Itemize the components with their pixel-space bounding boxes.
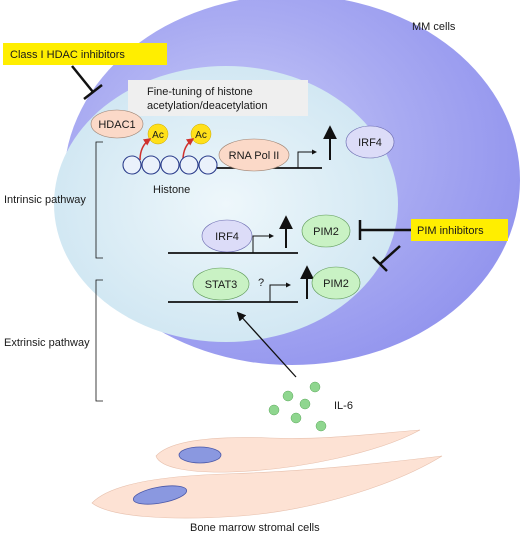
il6-dot <box>315 420 327 432</box>
hdac-inhibition-bar <box>83 84 103 100</box>
stat3-label: STAT3 <box>205 279 238 291</box>
pim2-label-bottom: PIM2 <box>323 278 349 290</box>
pim2-ellipse-top <box>301 214 351 248</box>
pim-inhibitors-label: PIM inhibitors <box>417 225 484 237</box>
ac-label-2: Ac <box>195 130 207 141</box>
rna-pol-label: RNA Pol II <box>229 150 280 162</box>
ac-circle-2 <box>190 123 212 145</box>
il6-dot <box>309 381 321 393</box>
promoter-arrow-1 <box>297 149 317 168</box>
hdac-inhibitors-box <box>3 43 167 65</box>
stromal-cell-bottom <box>91 455 443 519</box>
question-mark: ? <box>258 277 264 289</box>
irf4-label-top: IRF4 <box>358 137 382 149</box>
irf4-label-mid: IRF4 <box>215 231 239 243</box>
mm-cells-label: MM cells <box>412 21 456 33</box>
pim-inhibition-line-2 <box>379 245 401 265</box>
il6-signal-arrow <box>236 311 297 378</box>
stromal-cell-top <box>155 429 421 473</box>
histone-bead <box>122 155 142 175</box>
irf4-ellipse-top <box>345 125 395 159</box>
irf4-ellipse-mid <box>201 219 253 253</box>
stromal-label: Bone marrow stromal cells <box>190 522 320 534</box>
ac-label-1: Ac <box>152 130 164 141</box>
il6-dot <box>282 390 294 402</box>
pim-inhibitors-box <box>411 219 508 241</box>
pim2-ellipse-bottom <box>311 266 361 300</box>
il6-dot <box>290 412 302 424</box>
histone-bead <box>160 155 180 175</box>
fine-tuning-line2: acetylation/deacetylation <box>147 100 267 112</box>
intrinsic-bracket <box>95 141 103 259</box>
histone-bead <box>179 155 199 175</box>
hdac-inhibitors-label: Class I HDAC inhibitors <box>10 49 125 61</box>
histone-beads <box>122 155 218 175</box>
hdac1-label: HDAC1 <box>98 119 135 131</box>
hdac1-ellipse <box>90 109 144 139</box>
histone-bead <box>198 155 218 175</box>
promoter-arrow-2 <box>252 233 274 253</box>
fine-tuning-box <box>128 80 308 116</box>
intrinsic-label: Intrinsic pathway <box>4 194 86 206</box>
il6-dot <box>299 398 311 410</box>
histone-bead <box>141 155 161 175</box>
fine-tuning-line1: Fine-tuning of histone <box>147 86 253 98</box>
hdac-inhibition-line <box>71 65 94 93</box>
extrinsic-bracket <box>95 279 103 402</box>
stromal-nucleus-top <box>178 446 222 464</box>
pim-inhibition-bar-2 <box>372 256 388 272</box>
histone-label: Histone <box>153 184 190 196</box>
ac-arrow-1 <box>139 138 152 161</box>
ac-circle-1 <box>147 123 169 145</box>
stromal-nucleus-bottom <box>132 485 188 505</box>
rna-pol-ellipse <box>218 138 290 172</box>
promoter-arrow-3 <box>269 282 291 302</box>
il6-dot <box>268 404 280 416</box>
il6-molecules <box>268 381 327 432</box>
pim2-label-top: PIM2 <box>313 226 339 238</box>
stat3-ellipse <box>192 267 250 301</box>
il6-label: IL-6 <box>334 400 353 412</box>
extrinsic-label: Extrinsic pathway <box>4 337 90 349</box>
